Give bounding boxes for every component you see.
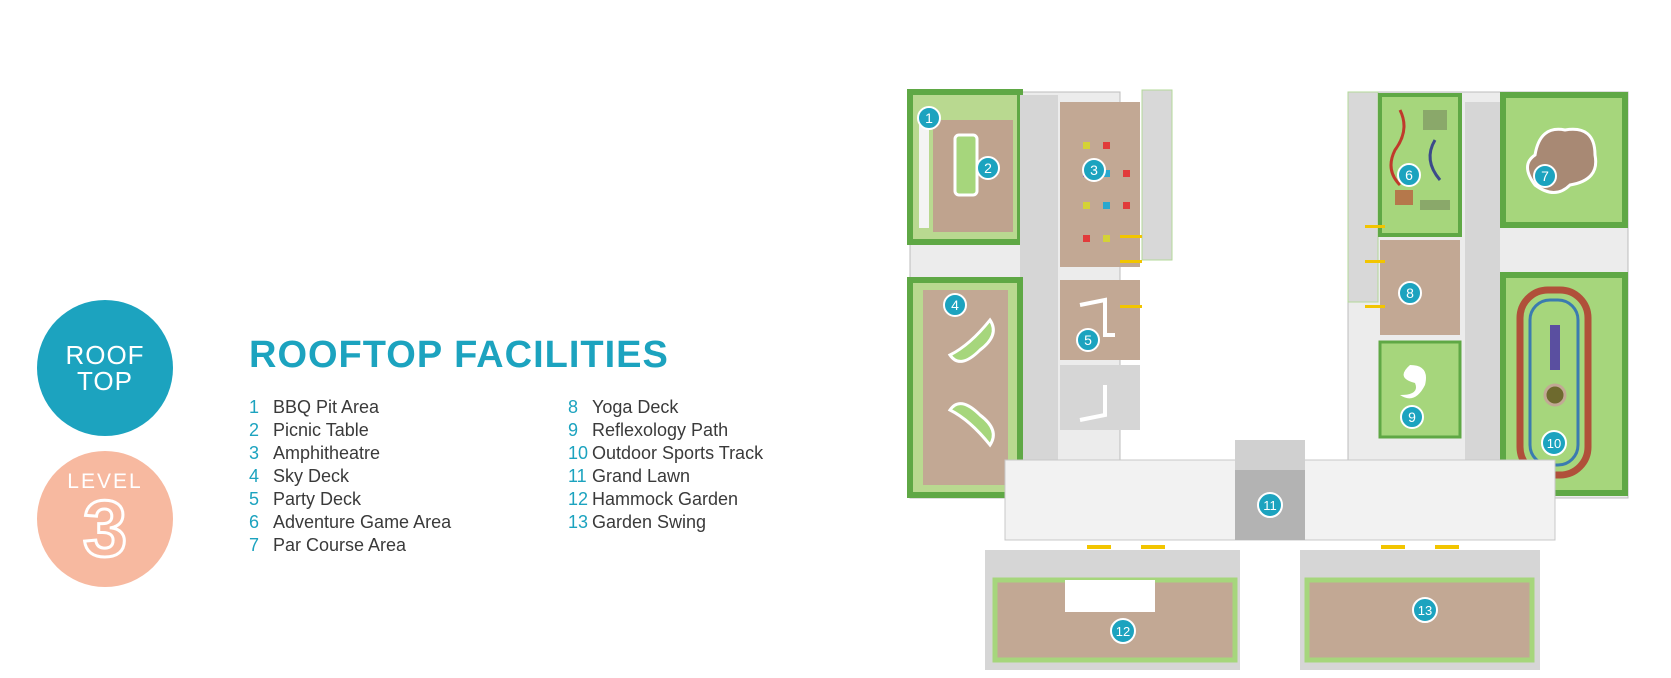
legend-item: 3 Amphitheatre xyxy=(249,442,451,465)
legend-label: Hammock Garden xyxy=(592,489,739,509)
rooftop-badge: ROOF TOP xyxy=(37,300,173,436)
central-walkway xyxy=(1020,95,1058,495)
center-block xyxy=(985,440,1556,670)
legend-number: 3 xyxy=(249,443,260,463)
amphitheatre-deck xyxy=(1060,102,1140,267)
legend-number: 9 xyxy=(568,420,579,440)
svg-text:3: 3 xyxy=(1090,162,1098,178)
marker-8[interactable]: 8 xyxy=(1398,281,1422,305)
rooftop-floor-plan: 1 2 3 4 5 6 7 8 9 10 11 12 13 xyxy=(907,89,1629,670)
svg-text:1: 1 xyxy=(925,110,933,126)
legend-item: 9 Reflexology Path xyxy=(568,419,763,442)
svg-text:8: 8 xyxy=(1406,285,1414,301)
legend-number: 2 xyxy=(249,420,260,440)
legend-label: Adventure Game Area xyxy=(273,512,452,532)
legend-item: 1 BBQ Pit Area xyxy=(249,396,451,419)
legend-label: Par Course Area xyxy=(273,535,407,555)
marker-9[interactable]: 9 xyxy=(1400,405,1424,429)
marker-12[interactable]: 12 xyxy=(1110,618,1136,644)
legend-label: Grand Lawn xyxy=(592,466,691,486)
legend-number: 7 xyxy=(249,535,260,555)
marker-7[interactable]: 7 xyxy=(1533,164,1557,188)
legend-item: 7 Par Course Area xyxy=(249,534,451,557)
legend-number: 4 xyxy=(249,466,260,486)
right-walkway xyxy=(1465,102,1500,502)
marker-3[interactable]: 3 xyxy=(1082,158,1106,182)
legend-item: 4 Sky Deck xyxy=(249,465,451,488)
legend-number: 8 xyxy=(568,397,579,417)
legend-item: 8 Yoga Deck xyxy=(568,396,763,419)
legend-item: 5 Party Deck xyxy=(249,488,451,511)
left-wing xyxy=(907,89,1173,499)
svg-text:11: 11 xyxy=(1263,498,1277,513)
rooftop-badge-line1: ROOF xyxy=(65,340,145,370)
marker-11[interactable]: 11 xyxy=(1257,492,1283,518)
marker-1[interactable]: 1 xyxy=(917,106,941,130)
legend-number: 1 xyxy=(249,397,260,417)
legend-item: 6 Adventure Game Area xyxy=(249,511,451,534)
svg-text:12: 12 xyxy=(1116,624,1130,639)
marker-10[interactable]: 10 xyxy=(1541,430,1567,456)
marker-2[interactable]: 2 xyxy=(976,156,1000,180)
svg-text:9: 9 xyxy=(1408,409,1416,425)
legend-label: Yoga Deck xyxy=(592,397,679,417)
marker-4[interactable]: 4 xyxy=(943,293,967,317)
party-deck xyxy=(1060,280,1140,360)
svg-text:7: 7 xyxy=(1541,168,1549,184)
marker-13[interactable]: 13 xyxy=(1412,597,1438,623)
svg-text:4: 4 xyxy=(951,297,959,313)
legend-number: 11 xyxy=(568,466,587,486)
legend-label: Sky Deck xyxy=(273,466,350,486)
svg-text:2: 2 xyxy=(984,160,992,176)
right-wing xyxy=(1347,91,1629,502)
marker-5[interactable]: 5 xyxy=(1076,328,1100,352)
marker-6[interactable]: 6 xyxy=(1397,163,1421,187)
svg-text:5: 5 xyxy=(1084,332,1092,348)
legend-label: Amphitheatre xyxy=(273,443,381,463)
svg-text:6: 6 xyxy=(1405,167,1413,183)
sky-deck xyxy=(923,290,1008,485)
legend-label: Outdoor Sports Track xyxy=(592,443,764,463)
legend-label: Garden Swing xyxy=(592,512,707,532)
legend-label: Reflexology Path xyxy=(592,420,729,440)
rooftop-badge-line2: TOP xyxy=(77,366,133,396)
legend-number: 6 xyxy=(249,512,260,532)
legend-number: 13 xyxy=(568,512,589,532)
page-title: ROOFTOP FACILITIES xyxy=(249,334,669,376)
legend-number: 12 xyxy=(568,489,589,509)
level-badge-number: 3 xyxy=(81,484,128,573)
level-badge: LEVEL 3 xyxy=(37,451,173,587)
picnic-table-shape xyxy=(953,133,979,197)
svg-text:10: 10 xyxy=(1547,436,1561,451)
legend-number: 5 xyxy=(249,489,260,509)
legend-number: 10 xyxy=(568,443,589,463)
legend-label: Picnic Table xyxy=(273,420,369,440)
legend-item: 2 Picnic Table xyxy=(249,419,451,442)
legend-label: BBQ Pit Area xyxy=(273,397,380,417)
level-badge-label: LEVEL xyxy=(67,470,143,493)
svg-text:13: 13 xyxy=(1418,603,1432,618)
legend-list-left: 1 BBQ Pit Area 2 Picnic Table 3 Amphitheatr… xyxy=(249,396,451,557)
legend-label: Party Deck xyxy=(273,489,362,509)
